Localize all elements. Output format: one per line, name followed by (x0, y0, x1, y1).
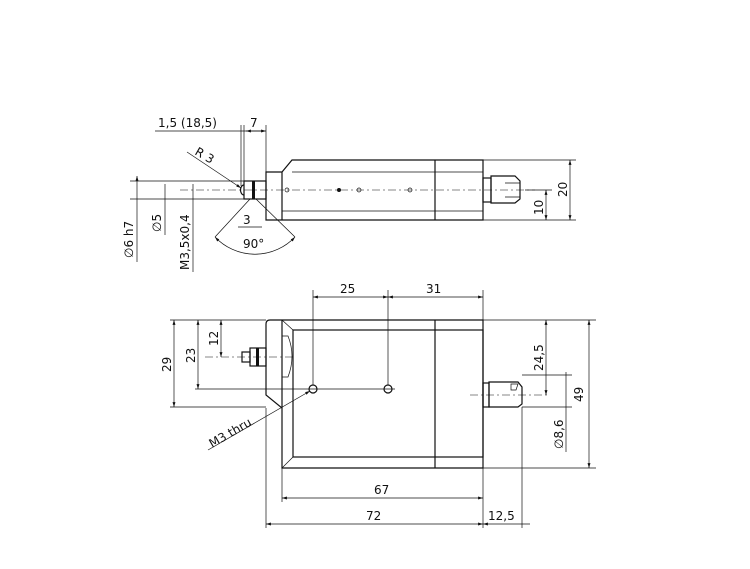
dim-height: 20 (556, 182, 570, 197)
dia-shaft-label: ∅6 h7 (122, 221, 136, 258)
dim-tip-length: 7 (250, 116, 258, 130)
dia-tip-label: ∅5 (150, 214, 164, 232)
probe-tip (239, 180, 267, 200)
radius-label: R 3 (193, 144, 217, 166)
connector-top (482, 175, 521, 204)
front-view: 25 31 29 23 12 M3 thru 24,5 49 ∅8,6 67 7… (160, 282, 596, 528)
dim-connector-pos: 24,5 (532, 344, 546, 371)
dim-hole-spacing: 25 (340, 282, 355, 296)
dim-hole-to-end: 31 (426, 282, 441, 296)
top-view: 1,5 (18,5) 7 R 3 ∅6 h7 ∅5 M3,5x0,4 3 90°… (122, 116, 576, 272)
dim-total-height: 49 (572, 387, 586, 402)
dim-half-height: 10 (532, 200, 546, 215)
dim-probe-offset: 1,5 (18,5) (158, 116, 217, 130)
dim-body-length: 67 (374, 483, 389, 497)
dim-29: 29 (160, 357, 174, 372)
dim-connector-length: 12,5 (488, 509, 515, 523)
angle-label: 90° (243, 237, 264, 251)
connector-left (241, 347, 267, 367)
dim-23: 23 (184, 348, 198, 363)
dim-flat: 3 (243, 213, 251, 227)
thread-label: M3,5x0,4 (178, 214, 192, 270)
hole-note: M3 thru (207, 415, 254, 450)
dim-12: 12 (207, 331, 221, 346)
sensor-body-front (265, 319, 484, 469)
connector-right (482, 381, 523, 408)
dia-connector: ∅8,6 (552, 419, 566, 449)
dim-total-length: 72 (366, 509, 381, 523)
